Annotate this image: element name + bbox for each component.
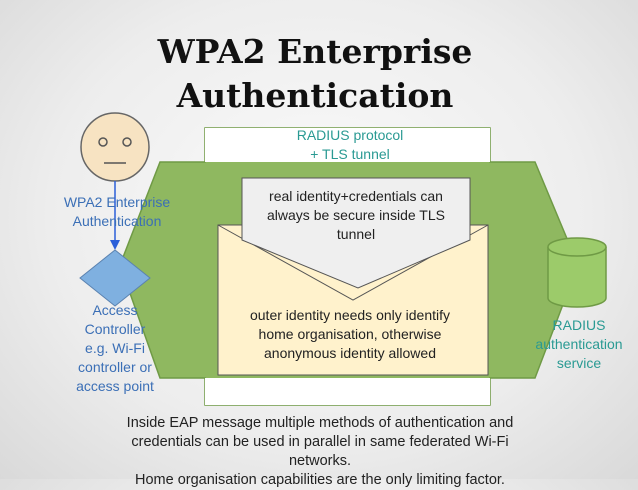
diagram-canvas xyxy=(79,112,607,406)
radius-service-line-1: RADIUS xyxy=(552,317,606,333)
person-label-line-1: WPA2 Enterprise xyxy=(63,194,171,210)
person-left-eye xyxy=(98,137,108,147)
page-title: WPA2 Enterprise Authentication xyxy=(150,30,480,118)
access-controller-line-5: access point xyxy=(76,378,154,394)
radius-protocol-line-2: + TLS tunnel xyxy=(310,146,390,162)
envelope-line-3: anonymous identity allowed xyxy=(264,345,436,361)
inner-flap-line-1: real identity+credentials can xyxy=(269,188,443,204)
title-line-2: Authentication xyxy=(176,76,454,115)
envelope-text: outer identity needs only identify home … xyxy=(225,306,475,363)
access-controller-diamond-icon xyxy=(79,249,151,307)
inner-flap-shape xyxy=(241,177,471,289)
radius-database-icon xyxy=(547,237,607,308)
inner-flap-line-2: always be secure inside TLS xyxy=(267,207,445,223)
tunnel-bottom-band xyxy=(205,378,490,405)
footer-line-1: Inside EAP message multiple methods of a… xyxy=(126,415,514,431)
footer-line-3: Home organisation capabilities are the o… xyxy=(135,472,505,488)
access-controller-label: Access Controller e.g. Wi-Fi controller … xyxy=(62,301,168,396)
person-right-eye xyxy=(122,137,132,147)
inner-flap-line-3: tunnel xyxy=(336,226,376,242)
radius-service-label: RADIUS authentication service xyxy=(527,316,631,373)
access-controller-line-2: Controller xyxy=(84,321,146,337)
person-face-icon xyxy=(80,112,150,182)
radius-service-line-2: authentication xyxy=(535,336,623,352)
envelope-line-1: outer identity needs only identify xyxy=(249,307,450,323)
connector-arrowhead-icon xyxy=(110,240,120,250)
inner-flap-text: real identity+credentials can always be … xyxy=(246,187,466,244)
person-label-line-2: Authentication xyxy=(72,213,162,229)
envelope-line-2: home organisation, otherwise xyxy=(258,326,442,342)
title-line-1: WPA2 Enterprise xyxy=(157,32,473,71)
access-controller-line-4: controller or xyxy=(78,359,152,375)
person-label: WPA2 Enterprise Authentication xyxy=(58,193,176,231)
access-controller-line-1: Access xyxy=(92,302,138,318)
footer-line-2: credentials can be used in parallel in s… xyxy=(131,434,509,469)
radius-protocol-line-1: RADIUS protocol xyxy=(296,127,404,143)
radius-protocol-label: RADIUS protocol + TLS tunnel xyxy=(270,126,430,164)
tunnel-inner-band xyxy=(205,128,490,162)
access-controller-line-3: e.g. Wi-Fi xyxy=(85,340,145,356)
radius-service-line-3: service xyxy=(556,355,602,371)
